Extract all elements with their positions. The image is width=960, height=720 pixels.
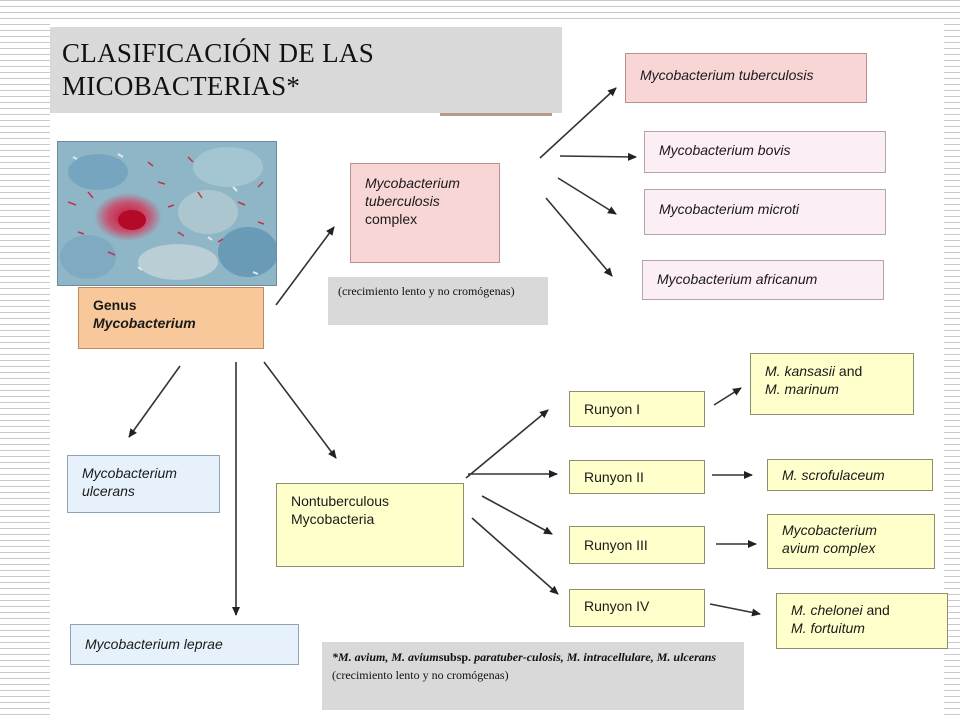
node-runyon-4: Runyon IV (569, 589, 705, 627)
and-text-2: and (862, 602, 890, 618)
mtb-complex-line3: complex (365, 211, 418, 227)
footnote-part4: (crecimiento lento y no cromógenas) (332, 668, 509, 682)
fortuitum-text: M. fortuitum (791, 620, 865, 636)
mtb-complex-line1: Mycobacterium (365, 175, 460, 191)
node-genus-mycobacterium: Genus Mycobacterium (78, 287, 264, 349)
node-r3-target: Mycobacterium avium complex (767, 514, 935, 569)
arrow-ntm-to-r3 (481, 495, 553, 535)
node-mtb-complex: Mycobacterium tuberculosis complex (350, 163, 500, 263)
arrow-r4-to-target (709, 603, 761, 617)
footnote-part1: *M. avium, M. avium (332, 650, 439, 664)
footnote-part2: subsp. (438, 650, 475, 664)
genus-name: Mycobacterium (93, 315, 196, 331)
arrow-genus-to-ulcerans (128, 365, 181, 438)
marinum-text: M. marinum (765, 381, 839, 397)
ntm-line1: Nontuberculous (291, 493, 390, 509)
and-text-1: and (835, 363, 863, 379)
node-runyon-1: Runyon I (569, 391, 705, 427)
r3-line2: avium complex (782, 540, 876, 556)
genus-label: Genus (93, 297, 137, 313)
footnote-part3: paratuber-culosis, M. intracellulare, M.… (474, 650, 717, 664)
r3-line1: Mycobacterium (782, 522, 877, 538)
title-shadow-strip (440, 113, 552, 116)
micrograph-icon (58, 142, 276, 285)
node-nontuberculous: Nontuberculous Mycobacteria (276, 483, 464, 567)
arrow-r1-to-target (713, 387, 742, 406)
footnote: *M. avium, M. aviumsubsp. paratuber-culo… (322, 642, 744, 710)
ulcerans-line2: ulcerans (82, 483, 135, 499)
arrow-mtb-to-microti (557, 177, 617, 215)
node-r1-target: M. kansasii and M. marinum (750, 353, 914, 415)
arrow-ntm-to-r4 (471, 517, 559, 595)
node-runyon-2: Runyon II (569, 460, 705, 494)
node-runyon-3: Runyon III (569, 526, 705, 564)
ntm-line2: Mycobacteria (291, 511, 375, 527)
mtb-complex-note: (crecimiento lento y no cromógenas) (328, 277, 548, 325)
arrow-mtb-to-africanum (545, 197, 613, 277)
node-m-ulcerans: Mycobacterium ulcerans (67, 455, 220, 513)
arrow-ntm-to-r1 (465, 409, 549, 479)
arrow-mtb-to-bovis (559, 152, 637, 161)
node-m-africanum: Mycobacterium africanum (642, 260, 884, 300)
node-m-bovis: Mycobacterium bovis (644, 131, 886, 173)
micrograph-image (57, 141, 277, 286)
arrow-mtb-to-tuberculosis (539, 87, 617, 159)
chelonei-text: M. chelonei (791, 602, 863, 618)
node-m-tuberculosis: Mycobacterium tuberculosis (625, 53, 867, 103)
arrow-genus-to-ntm (263, 361, 337, 459)
node-m-leprae: Mycobacterium leprae (70, 624, 299, 665)
node-r4-target: M. chelonei and M. fortuitum (776, 593, 948, 649)
node-r2-target: M. scrofulaceum (767, 459, 933, 491)
mtb-complex-line2: tuberculosis (365, 193, 440, 209)
kansasii-text: M. kansasii (765, 363, 836, 379)
ulcerans-line1: Mycobacterium (82, 465, 177, 481)
title-line-1: CLASIFICACIÓN DE LAS (62, 38, 375, 68)
slide-title: CLASIFICACIÓN DE LAS MICOBACTERIAS* (50, 27, 562, 113)
arrow-genus-to-mtb (275, 226, 335, 306)
title-line-2: MICOBACTERIAS* (62, 71, 301, 101)
node-m-microti: Mycobacterium microti (644, 189, 886, 235)
